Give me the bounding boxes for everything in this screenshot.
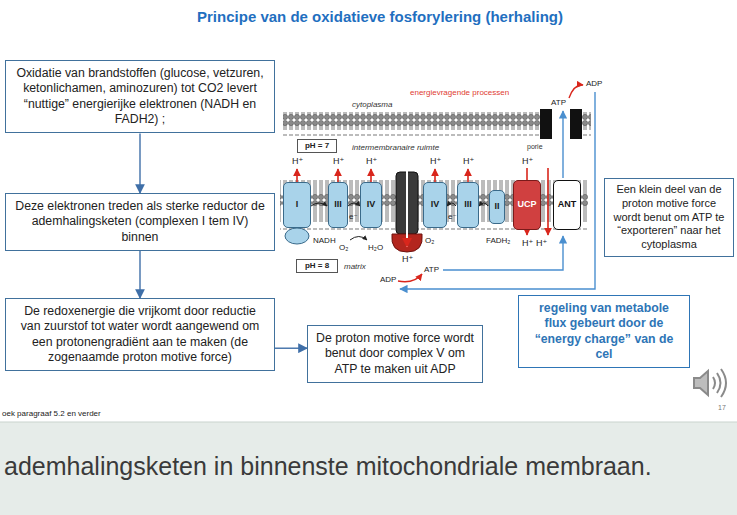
proton-pump-arrows (547, 168, 549, 235)
inner-membrane (280, 180, 588, 230)
molecule-label: ATP (551, 98, 566, 107)
electron-label: e⁻ (349, 212, 358, 221)
region-label: matrix (344, 262, 366, 271)
speaker-icon (694, 369, 726, 397)
atp-formation-arrow (398, 85, 583, 282)
atp-adp-transport-lines (400, 92, 595, 289)
proton-label: H⁺ (522, 238, 533, 248)
ph-box: pH = 8 (296, 259, 338, 273)
flow-arrow (139, 251, 140, 298)
caption-bar (0, 422, 737, 515)
proton-label: H⁺ (430, 156, 441, 166)
outer-membrane (283, 108, 591, 140)
note-box: regeling van metabole flux gebeurt door … (518, 295, 690, 368)
outer-membrane (570, 109, 582, 139)
complex-label: pH = 7 (305, 141, 329, 151)
electron-arrows (350, 237, 367, 241)
proton-label: H⁺ (463, 156, 474, 166)
complex-one-arm (285, 228, 309, 244)
respiratory-complex: IV (360, 182, 382, 228)
speaker-icon (721, 369, 726, 397)
caption-bar (0, 422, 737, 423)
molecule-label: NADH (313, 236, 336, 245)
molecule-label: ADP (380, 275, 396, 284)
complex-label: pH = 8 (305, 261, 329, 271)
flow-arrow (275, 348, 307, 349)
proton-label: H⁺ (366, 156, 377, 166)
complex-label: III (334, 199, 342, 210)
box-text: De redoxenergie die vrijkomt door reduct… (14, 304, 266, 365)
atp-adp-transport-lines (400, 92, 595, 289)
subtitle-caption: ademhalingsketen in binnenste mitochondr… (4, 452, 652, 481)
inner-membrane (280, 180, 588, 230)
proton-label: H⁺ (536, 238, 547, 248)
electron-label: e⁻ (448, 212, 457, 221)
slide-title: Principe van de oxidatieve fosforylering… (100, 8, 660, 25)
outer-membrane (540, 109, 552, 139)
process-label: energievragende processen (410, 88, 509, 97)
pore-label: porie (527, 143, 543, 151)
atp-formation-arrow (569, 85, 583, 98)
electron-arrows (311, 203, 327, 206)
atp-formation-arrow (398, 274, 422, 282)
speaker-icon (694, 371, 708, 395)
complex-label: IV (367, 199, 376, 210)
box-text: Deze elektronen treden als sterke reduct… (14, 199, 266, 245)
atp-synthase (406, 170, 408, 247)
respiratory-complex: III (328, 182, 348, 228)
atp-synthase (392, 170, 422, 252)
molecule-label: H₂O (368, 243, 383, 252)
molecule-label: ADP (586, 79, 602, 88)
electron-arrows (348, 203, 360, 206)
complex-label: UCP (517, 199, 536, 210)
electron-arrows (479, 203, 488, 206)
speaker-icon (717, 373, 721, 393)
caption-bar (0, 422, 737, 515)
molecule-label: O₂ (425, 236, 434, 245)
complex-label: I (296, 199, 299, 210)
page-number: 17 (718, 404, 726, 412)
process-box: Deze elektronen treden als sterke reduct… (5, 193, 275, 251)
region-label: intermembranaire ruimte (352, 143, 439, 152)
complex-one-arm (285, 228, 309, 244)
flow-arrow (139, 133, 140, 193)
complex-label: III (464, 199, 472, 210)
box-text: Een klein deel van de proton motive forc… (610, 183, 728, 252)
proton-label: H⁺ (292, 156, 303, 166)
reference-note: oek paragraaf 5.2 en verder (2, 409, 101, 418)
region-label: cytoplasma (352, 100, 392, 109)
respiratory-complex: I (283, 182, 311, 228)
atp-adp-transport-lines (562, 111, 563, 178)
complex-label: IV (431, 199, 440, 210)
speaker-icon (713, 377, 715, 389)
complex-label: II (494, 201, 499, 212)
box-text: regeling van metabole flux gebeurt door … (527, 301, 681, 362)
proton-label: H⁺ (402, 254, 413, 264)
respiratory-complex: UCP (513, 180, 541, 230)
electron-arrows (447, 203, 456, 206)
proton-label: H⁺ (333, 156, 344, 166)
process-box: De proton motive force wordt benut door … (307, 325, 483, 383)
note-box: Een klein deel van de proton motive forc… (604, 178, 734, 257)
respiratory-complex: III (457, 182, 479, 228)
molecule-label: FADH₂ (486, 236, 510, 245)
respiratory-complex: II (489, 190, 505, 224)
molecule-label: ATP (424, 265, 439, 274)
process-box: Oxidatie van brandstoffen (glucose, vetz… (5, 60, 275, 133)
box-text: De proton motive force wordt benut door … (316, 331, 474, 377)
process-box: De redoxenergie die vrijkomt door reduct… (5, 298, 275, 371)
atp-adp-transport-lines (443, 236, 563, 270)
respiratory-complex: ANT (553, 180, 581, 230)
proton-pump-arrows (297, 168, 548, 235)
ph-box: pH = 7 (297, 139, 337, 153)
box-text: Oxidatie van brandstoffen (glucose, vetz… (14, 66, 266, 127)
proton-label: H⁺ (522, 156, 533, 166)
outer-membrane (552, 108, 570, 140)
molecule-label: O₂ (339, 243, 348, 252)
respiratory-complex: IV (423, 182, 447, 228)
complex-label: ANT (558, 199, 577, 210)
